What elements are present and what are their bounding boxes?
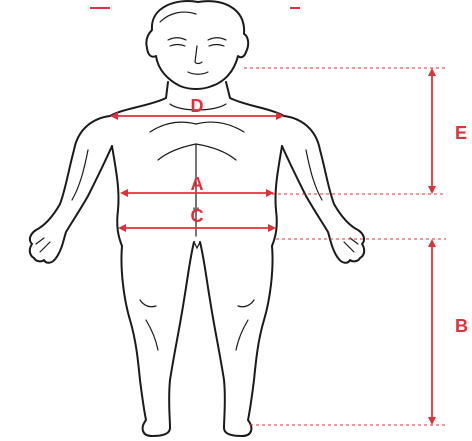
figure-head (146, 1, 248, 89)
figure-left-arm (30, 116, 112, 263)
label-d: D (191, 96, 204, 116)
label-b: B (455, 316, 468, 336)
measure-b-line (250, 239, 446, 425)
figure-hips (112, 146, 282, 246)
figure-legs (121, 242, 272, 436)
label-c: C (191, 206, 204, 226)
label-e: E (455, 123, 467, 143)
figure-right-arm (282, 116, 364, 263)
label-a: A (191, 174, 204, 194)
measure-e-line (244, 68, 446, 194)
